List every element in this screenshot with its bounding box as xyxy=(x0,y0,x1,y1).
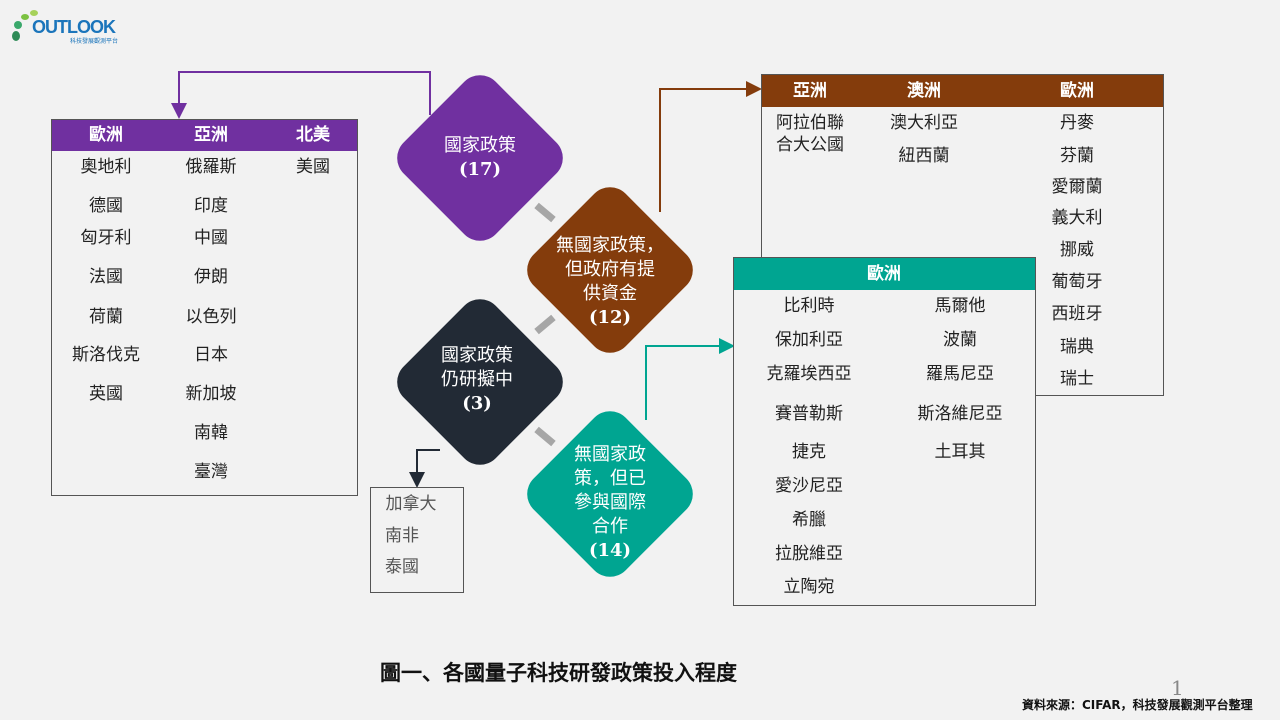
list-item: 保加利亞 xyxy=(775,330,843,350)
list-item: 挪威 xyxy=(1060,240,1094,260)
list-item: 南非 xyxy=(385,526,419,546)
logo-swoosh-icon xyxy=(12,10,38,41)
list-item: 土耳其 xyxy=(934,442,986,462)
figure-caption: 圖一、各國量子科技研發政策投入程度 xyxy=(380,661,737,685)
page-number: 1 xyxy=(1171,676,1184,700)
header-north-america: 北美 xyxy=(296,125,330,145)
header-europe: 歐洲 xyxy=(867,264,901,284)
list-item: 比利時 xyxy=(783,296,835,316)
list-item: 印度 xyxy=(194,196,228,216)
source-note: 資料來源：CIFAR，科技發展觀測平台整理 xyxy=(1022,698,1253,712)
intl-cooperation-table: 歐洲 比利時 保加利亞 克羅埃西亞 賽普勒斯 捷克 愛沙尼亞 希臘 拉脫維亞 立… xyxy=(733,257,1036,606)
list-item: 瑞典 xyxy=(1060,337,1094,357)
logo-text: OUTLOOK xyxy=(32,17,116,37)
header-europe: 歐洲 xyxy=(1060,81,1094,101)
list-item: 中國 xyxy=(194,228,228,248)
logo: OUTLOOK 科技發展觀測平台 xyxy=(10,8,120,45)
header-oceania: 澳洲 xyxy=(907,81,941,101)
node-policy-label: 國家政策(17) xyxy=(444,135,516,180)
list-item: 美國 xyxy=(296,157,330,177)
list-item: 希臘 xyxy=(792,510,826,530)
list-item: 南韓 xyxy=(194,423,228,443)
list-item: 伊朗 xyxy=(194,267,228,287)
table-header: 亞洲 澳洲 歐洲 xyxy=(762,75,1163,107)
list-item: 愛爾蘭 xyxy=(1051,177,1103,197)
list-item: 芬蘭 xyxy=(1060,146,1094,166)
logo-subtitle: 科技發展觀測平台 xyxy=(70,38,119,45)
list-item: 愛沙尼亞 xyxy=(775,476,843,496)
list-item: 瑞士 xyxy=(1060,369,1094,389)
node-funding-label: 無國家政策，但政府有提供資金(12) xyxy=(556,235,664,328)
list-item: 斯洛維尼亞 xyxy=(917,404,1003,424)
arrow-drafting xyxy=(409,449,440,488)
list-item: 以色列 xyxy=(185,307,237,327)
list-item: 泰國 xyxy=(385,557,419,577)
list-item: 阿拉伯聯 xyxy=(776,113,844,133)
list-item: 葡萄牙 xyxy=(1051,272,1103,292)
header-asia: 亞洲 xyxy=(194,125,228,145)
list-item: 新加坡 xyxy=(185,384,237,404)
arrow-intl xyxy=(645,338,735,420)
list-item: 賽普勒斯 xyxy=(775,404,843,424)
list-item: 澳大利亞 xyxy=(890,113,958,133)
policy-country-table: 歐洲 亞洲 北美 奧地利 德國 匈牙利 法國 荷蘭 斯洛伐克 英國 俄羅斯 印度… xyxy=(51,119,358,496)
list-item: 立陶宛 xyxy=(783,577,835,597)
list-item: 奧地利 xyxy=(80,157,132,177)
list-item: 波蘭 xyxy=(943,330,977,350)
header-asia: 亞洲 xyxy=(793,81,827,101)
list-item: 義大利 xyxy=(1051,208,1103,228)
list-item: 丹麥 xyxy=(1060,113,1094,133)
node-drafting-label: 國家政策仍研擬中(3) xyxy=(441,345,513,414)
list-item: 紐西蘭 xyxy=(898,146,950,166)
list-item: 俄羅斯 xyxy=(185,157,237,177)
list-item: 斯洛伐克 xyxy=(72,345,140,365)
list-item: 羅馬尼亞 xyxy=(926,364,994,384)
list-item: 臺灣 xyxy=(194,462,228,482)
list-item: 捷克 xyxy=(792,442,826,462)
list-item: 英國 xyxy=(89,384,123,404)
arrow-policy xyxy=(171,71,431,119)
list-item: 合大公國 xyxy=(776,135,844,155)
list-item: 匈牙利 xyxy=(80,228,132,248)
list-item: 荷蘭 xyxy=(89,307,123,327)
list-item: 西班牙 xyxy=(1051,304,1103,324)
list-item: 日本 xyxy=(194,345,228,365)
list-item: 克羅埃西亞 xyxy=(766,364,852,384)
list-item: 法國 xyxy=(89,267,123,287)
drafting-country-list: 加拿大 南非 泰國 xyxy=(370,487,464,593)
arrow-funding xyxy=(659,81,762,212)
table-header: 歐洲 xyxy=(734,258,1035,290)
list-item: 德國 xyxy=(89,196,123,216)
list-item: 馬爾他 xyxy=(934,296,986,316)
list-item: 拉脫維亞 xyxy=(775,544,843,564)
list-item: 加拿大 xyxy=(385,494,437,514)
table-header: 歐洲 亞洲 北美 xyxy=(52,120,357,151)
header-europe: 歐洲 xyxy=(89,125,123,145)
node-intl-label: 無國家政策，但已參與國際合作(14) xyxy=(574,444,646,561)
